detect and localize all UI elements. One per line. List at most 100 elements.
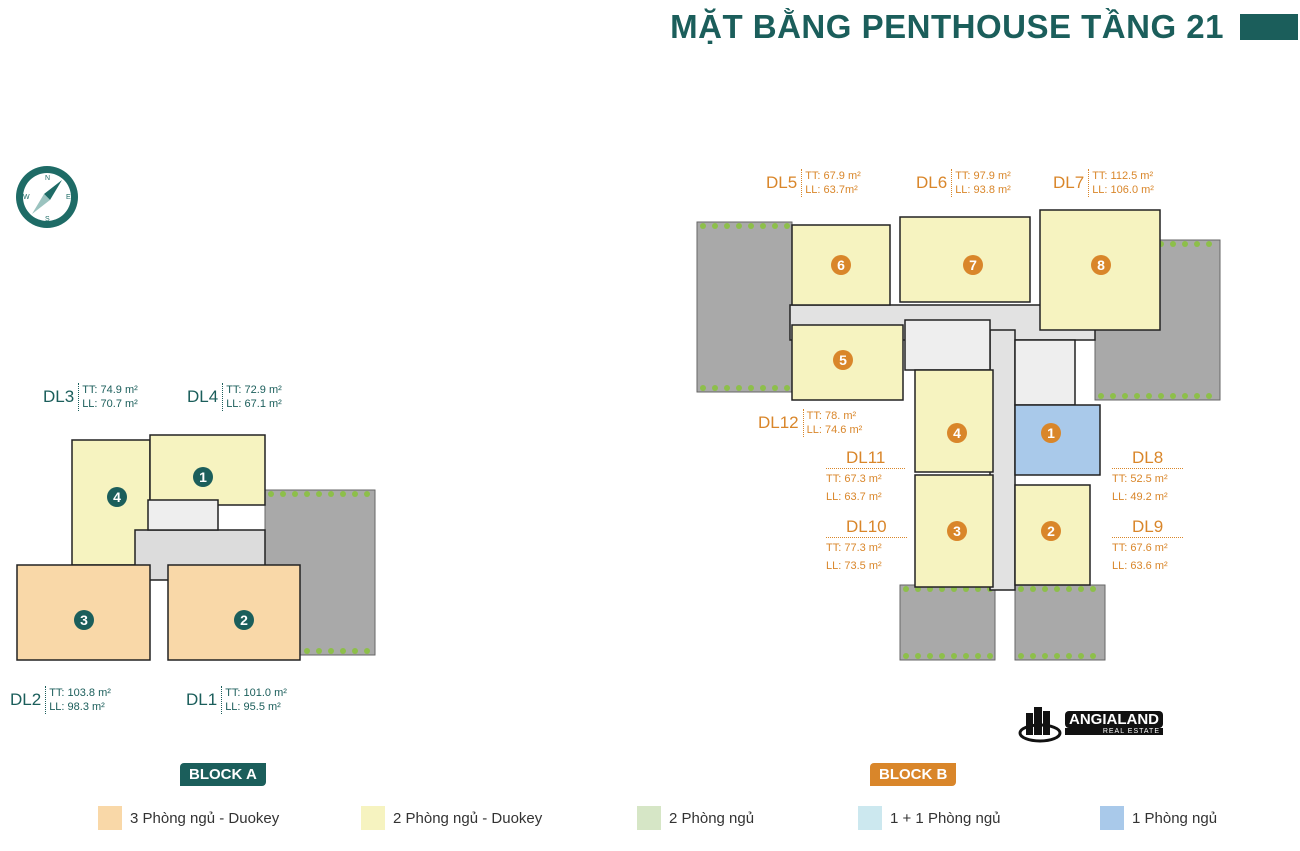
tt-area: TT: 103.8 m² <box>49 687 111 699</box>
planter <box>724 385 730 391</box>
planter <box>328 491 334 497</box>
planter <box>280 491 286 497</box>
unit-code: DL9 <box>1112 517 1184 538</box>
unit-code: DL11 <box>826 448 906 469</box>
unit-badge-number: 3 <box>80 612 88 628</box>
logo-sub: REAL ESTATE <box>1065 728 1163 735</box>
ll-area: LL: 63.6 m² <box>1112 560 1168 572</box>
legend-item: 3 Phòng ngủ - Duokey <box>98 806 279 830</box>
planter <box>748 223 754 229</box>
planter <box>1134 393 1140 399</box>
tt-area: TT: 77.3 m² <box>826 542 882 554</box>
unit-area: TT: 72.9 m² LL: 67.1 m² <box>222 383 282 411</box>
planter <box>951 653 957 659</box>
planter <box>712 223 718 229</box>
planter <box>1090 653 1096 659</box>
legend-label: 2 Phòng ngủ - Duokey <box>393 809 543 827</box>
compass-n: N <box>45 175 50 182</box>
unit-badge-number: 1 <box>1047 425 1055 441</box>
unit-badge <box>1041 521 1061 541</box>
building-logo-icon <box>1018 707 1062 743</box>
planter <box>1054 586 1060 592</box>
unit-dl11 <box>914 369 994 473</box>
unit-badge <box>833 350 853 370</box>
planter <box>760 385 766 391</box>
ll-area: LL: 67.1 m² <box>226 398 282 410</box>
planter <box>760 223 766 229</box>
unit-badge-number: 8 <box>1097 257 1105 273</box>
planter <box>1042 653 1048 659</box>
planter <box>316 648 322 654</box>
planter <box>1066 586 1072 592</box>
planter <box>1078 653 1084 659</box>
planter <box>700 385 706 391</box>
compass-e: E <box>66 194 71 201</box>
planter <box>364 491 370 497</box>
planter <box>772 385 778 391</box>
unit-badge-number: 1 <box>199 469 207 485</box>
tt-area: TT: 67.9 m² <box>805 170 861 182</box>
unit-badge <box>107 487 127 507</box>
unit-badge-number: 2 <box>1047 523 1055 539</box>
planter <box>1066 653 1072 659</box>
ll-area: LL: 63.7m² <box>805 184 858 196</box>
tt-area: TT: 72.9 m² <box>226 384 282 396</box>
planter <box>975 653 981 659</box>
planter <box>963 653 969 659</box>
planter <box>1146 393 1152 399</box>
legend-label: 3 Phòng ngủ - Duokey <box>130 809 280 827</box>
block-a-tag: BLOCK A <box>180 763 266 786</box>
planter <box>927 653 933 659</box>
planter <box>1042 586 1048 592</box>
unit-badge <box>831 255 851 275</box>
legend-swatch <box>1100 806 1124 830</box>
planter <box>340 491 346 497</box>
unit-area: TT: 67.9 m² LL: 63.7m² <box>801 169 861 197</box>
planter <box>1078 586 1084 592</box>
planter <box>352 648 358 654</box>
planter <box>1194 241 1200 247</box>
planter <box>784 385 790 391</box>
planter <box>772 223 778 229</box>
unit-badge-number: 7 <box>969 257 977 273</box>
tt-area: TT: 101.0 m² <box>225 687 287 699</box>
planter <box>1206 241 1212 247</box>
corridor-vertical <box>989 329 1016 591</box>
planter <box>903 653 909 659</box>
unit-code: DL2 <box>10 690 42 709</box>
legend-label: 1 + 1 Phòng ngủ <box>890 809 1001 827</box>
planter <box>939 653 945 659</box>
planter <box>352 491 358 497</box>
planter <box>1170 393 1176 399</box>
planter <box>1054 653 1060 659</box>
unit-code: DL1 <box>186 690 218 709</box>
ll-area: LL: 70.7 m² <box>82 398 138 410</box>
legend-swatch <box>361 806 385 830</box>
elevators-block-b <box>1014 339 1076 406</box>
unit-badge-number: 4 <box>113 489 121 505</box>
legend-item: 1 + 1 Phòng ngủ <box>858 806 1001 830</box>
unit-badge <box>1091 255 1111 275</box>
legend-swatch <box>98 806 122 830</box>
legend-item: 1 Phòng ngủ <box>1100 806 1217 830</box>
unit-badge <box>963 255 983 275</box>
planter <box>1206 393 1212 399</box>
tt-area: TT: 112.5 m² <box>1092 170 1154 182</box>
planter <box>1018 586 1024 592</box>
legend-item: 2 Phòng ngủ - Duokey <box>361 806 542 830</box>
planter <box>915 653 921 659</box>
planter <box>292 491 298 497</box>
